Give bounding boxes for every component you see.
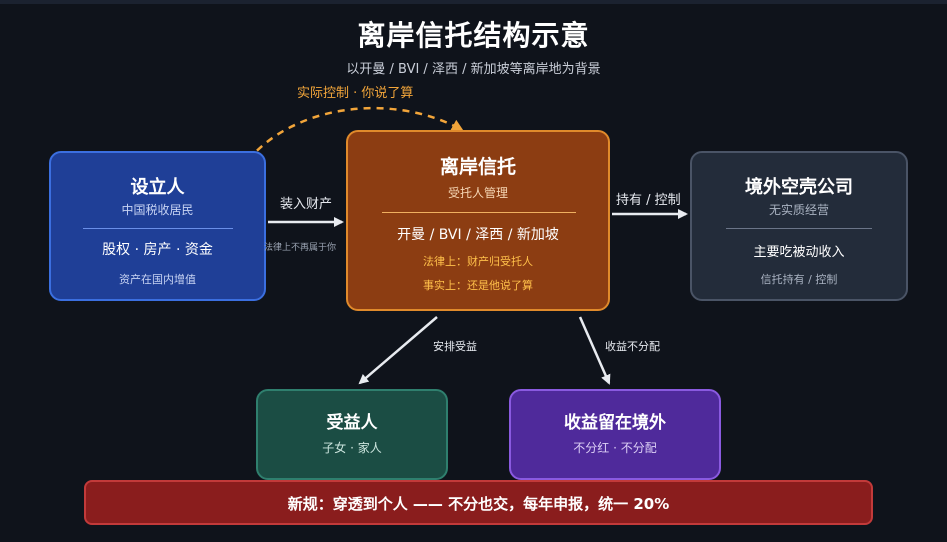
- hold-label: 持有 / 控制: [616, 193, 681, 208]
- new-rule-text: 新规：穿透到个人 —— 不分也交，每年申报，统一 20%: [287, 495, 670, 513]
- shell-subtitle: 无实质经营: [768, 203, 829, 217]
- settlor-assets: 股权 · 房产 · 资金: [102, 242, 213, 258]
- transfer-note: 法律上不再属于你: [264, 243, 337, 253]
- trust-box: 离岸信托 受托人管理 开曼 / BVI / 泽西 / 新加坡 法律上：财产归受托…: [346, 130, 610, 311]
- shell-company-box: 境外空壳公司 无实质经营 主要吃被动收入 信托持有 / 控制: [690, 151, 908, 301]
- no-distribution-label: 收益不分配: [605, 340, 660, 353]
- arrange-label: 安排受益: [433, 340, 477, 353]
- page-subtitle: 以开曼 / BVI / 泽西 / 新加坡等离岸地为背景: [346, 62, 601, 77]
- trust-divider: [382, 212, 576, 213]
- shell-note: 信托持有 / 控制: [760, 273, 838, 286]
- page-title: 离岸信托结构示意: [357, 19, 590, 52]
- new-rule-banner: 新规：穿透到个人 —— 不分也交，每年申报，统一 20%: [84, 480, 873, 525]
- trust-jurisdictions: 开曼 / BVI / 泽西 / 新加坡: [397, 227, 559, 243]
- control-label: 实际控制 · 你说了算: [297, 86, 414, 101]
- settlor-note: 资产在国内增值: [119, 273, 196, 286]
- retained-title: 收益留在境外: [564, 413, 666, 433]
- trust-subtitle: 受托人管理: [447, 186, 508, 200]
- arrange-arrow: [358, 316, 438, 385]
- transfer-label: 装入财产: [280, 197, 333, 212]
- trust-fact-line: 事实上：还是他说了算: [423, 279, 533, 292]
- control-dashed-arrow: [247, 107, 464, 161]
- retained-subtitle: 不分红 · 不分配: [573, 441, 657, 455]
- beneficiary-subtitle: 子女 · 家人: [322, 441, 382, 455]
- beneficiary-title: 受益人: [326, 413, 378, 433]
- shell-title: 境外空壳公司: [745, 177, 853, 198]
- settlor-subtitle: 中国税收居民: [121, 203, 194, 217]
- settlor-title: 设立人: [130, 177, 185, 198]
- trust-title: 离岸信托: [439, 156, 516, 178]
- beneficiary-box: 受益人 子女 · 家人: [256, 389, 448, 480]
- settlor-divider: [83, 228, 233, 229]
- settlor-box: 设立人 中国税收居民 股权 · 房产 · 资金 资产在国内增值: [49, 151, 266, 301]
- shell-divider: [726, 228, 872, 229]
- shell-income: 主要吃被动收入: [753, 245, 845, 260]
- no-distribution-arrow: [578, 316, 611, 385]
- top-strip: [0, 0, 947, 4]
- retained-income-box: 收益留在境外 不分红 · 不分配: [509, 389, 721, 480]
- trust-legal-line: 法律上：财产归受托人: [423, 255, 533, 268]
